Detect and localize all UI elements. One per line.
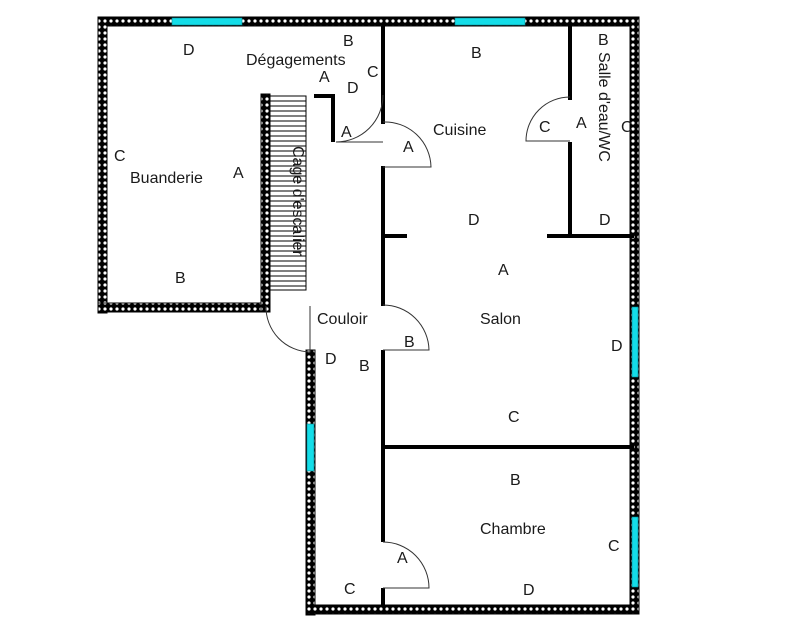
label-degagements: Dégagements (246, 52, 346, 69)
label-chambre: Chambre (480, 521, 546, 538)
wall-left-buanderie (97, 16, 108, 314)
outer-walls (97, 16, 640, 616)
letter-couloir-bottom: C (344, 581, 356, 598)
letter-buanderie-top: D (183, 42, 195, 59)
letter-cuisine-top: B (471, 45, 482, 62)
letter-buanderie-left: C (114, 148, 126, 165)
door-salon (382, 304, 430, 351)
letter-salon-right: D (611, 338, 623, 355)
letter-cuisine-door: A (403, 139, 414, 156)
staircase (269, 95, 307, 291)
letter-buanderie-bottom: B (175, 270, 186, 287)
door-salle-eau (525, 96, 571, 142)
letter-salon-top: A (498, 262, 509, 279)
door-chambre (382, 541, 430, 589)
letter-sde-left: A (576, 115, 587, 132)
letter-couloir-right: B (359, 358, 370, 375)
inner-walls (314, 26, 634, 605)
letter-cuisine-bottom: D (468, 212, 480, 229)
label-cuisine: Cuisine (433, 122, 486, 139)
wall-bottom-buanderie (97, 302, 271, 313)
stair-outline (269, 95, 307, 291)
letter-couloir-door: B (404, 334, 415, 351)
wall-left-couloir (305, 349, 316, 616)
wall-bottom (305, 604, 640, 615)
letter-buanderie-right: A (233, 165, 244, 182)
window-chambre-right (631, 516, 639, 588)
door-degagements (335, 94, 384, 143)
letter-deg-door: A (341, 124, 352, 141)
window-cuisine-top (454, 17, 526, 26)
letter-deg-right: C (367, 64, 379, 81)
letter-sde-right: C (621, 119, 633, 136)
doors (265, 94, 571, 589)
label-salle-eau-wc: Salle d'eau/WC (595, 52, 612, 162)
window-couloir-left (306, 423, 315, 472)
letter-couloir-left: D (325, 351, 337, 368)
letter-chambre-door: A (397, 550, 408, 567)
window-buanderie-top (171, 17, 243, 26)
door-cuisine (382, 121, 432, 168)
label-buanderie: Buanderie (130, 170, 203, 187)
letter-deg-top: B (343, 33, 354, 50)
letter-cuisine-right: C (539, 119, 551, 136)
letter-chambre-right: C (608, 538, 620, 555)
room-labels: Dégagements Cuisine Buanderie Couloir Sa… (130, 52, 612, 538)
letter-sde-bottom: D (599, 212, 611, 229)
letter-deg-center: D (347, 80, 359, 97)
letter-chambre-top: B (510, 472, 521, 489)
letter-salon-bottom: C (508, 409, 520, 426)
letter-deg-left: A (319, 69, 330, 86)
label-salon: Salon (480, 311, 521, 328)
label-couloir: Couloir (317, 311, 368, 328)
letter-sde-top: B (598, 32, 609, 49)
door-stair (265, 305, 311, 353)
wall-letters: D C A B B A D C A B A C D B A C D B D B … (114, 32, 633, 599)
letter-chambre-bottom: D (523, 582, 535, 599)
windows (171, 17, 639, 588)
label-cage-escalier: Cage d'escalier (289, 146, 306, 256)
wall-stair-left (260, 93, 271, 313)
window-salon-right (631, 306, 639, 378)
